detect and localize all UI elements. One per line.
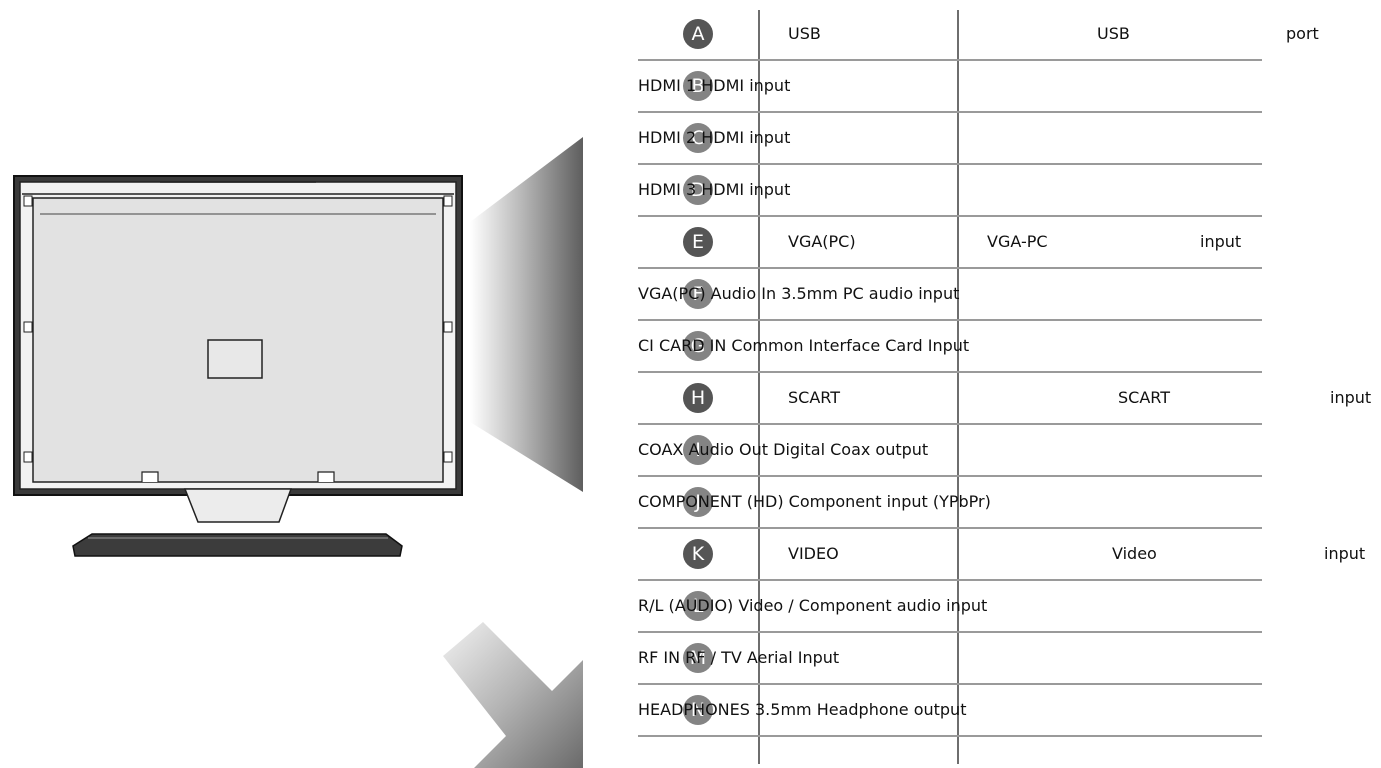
row-rule [638, 59, 1262, 61]
connector-description: HEADPHONES 3.5mm Headphone output [638, 700, 967, 719]
row-badge: D [683, 175, 713, 205]
connector-description: VGA(PC) Audio In 3.5mm PC audio input [638, 284, 960, 303]
down-right-arrow-icon [443, 622, 583, 768]
table-cell: USB [788, 24, 821, 43]
table-cell: input [1200, 232, 1242, 251]
row-badge: E [683, 227, 713, 257]
row-rule [638, 423, 1262, 425]
table-cell: VGA-PC [987, 232, 1048, 251]
row-rule [638, 111, 1262, 113]
column-divider [758, 10, 760, 764]
connector-description: HDMI 3 HDMI input [638, 180, 791, 199]
row-rule [638, 163, 1262, 165]
row-badge: N [683, 695, 713, 725]
row-rule [638, 735, 1262, 737]
illustration [13, 137, 583, 768]
table-cell: input [1330, 388, 1372, 407]
row-badge: H [683, 383, 713, 413]
row-badge: I [683, 435, 713, 465]
row-badge: L [683, 591, 713, 621]
connector-description: COAX Audio Out Digital Coax output [638, 440, 929, 459]
row-rule [638, 683, 1262, 685]
column-divider [957, 10, 959, 764]
connector-description: CI CARD IN Common Interface Card Input [638, 336, 970, 355]
row-rule [638, 215, 1262, 217]
row-rule [638, 319, 1262, 321]
row-rule [638, 371, 1262, 373]
connector-description: RF IN RF / TV Aerial Input [638, 648, 840, 667]
row-badge: F [683, 279, 713, 309]
row-badge: K [683, 539, 713, 569]
table-cell: Video [1112, 544, 1157, 563]
table-cell: USB [1097, 24, 1130, 43]
table-cell: SCART [788, 388, 840, 407]
row-badge: G [683, 331, 713, 361]
row-rule [638, 267, 1262, 269]
row-rule [638, 631, 1262, 633]
table-cell: port [1286, 24, 1319, 43]
connector-description: COMPONENT (HD) Component input (YPbPr) [638, 492, 991, 511]
table-cell: VIDEO [788, 544, 839, 563]
table-cell: SCART [1118, 388, 1170, 407]
connector-description: HDMI 1 HDMI input [638, 76, 791, 95]
connector-description: HDMI 2 HDMI input [638, 128, 791, 147]
callout-wedge-icon [470, 137, 583, 492]
row-badge: A [683, 19, 713, 49]
row-badge: B [683, 71, 713, 101]
tv-rear-view-icon [13, 175, 463, 557]
row-badge: J [683, 487, 713, 517]
row-badge: C [683, 123, 713, 153]
table-cell: VGA(PC) [788, 232, 856, 251]
row-rule [638, 579, 1262, 581]
row-rule [638, 527, 1262, 529]
table-cell: input [1324, 544, 1366, 563]
row-badge: M [683, 643, 713, 673]
row-rule [638, 475, 1262, 477]
connector-description: R/L (AUDIO) Video / Component audio inpu… [638, 596, 988, 615]
